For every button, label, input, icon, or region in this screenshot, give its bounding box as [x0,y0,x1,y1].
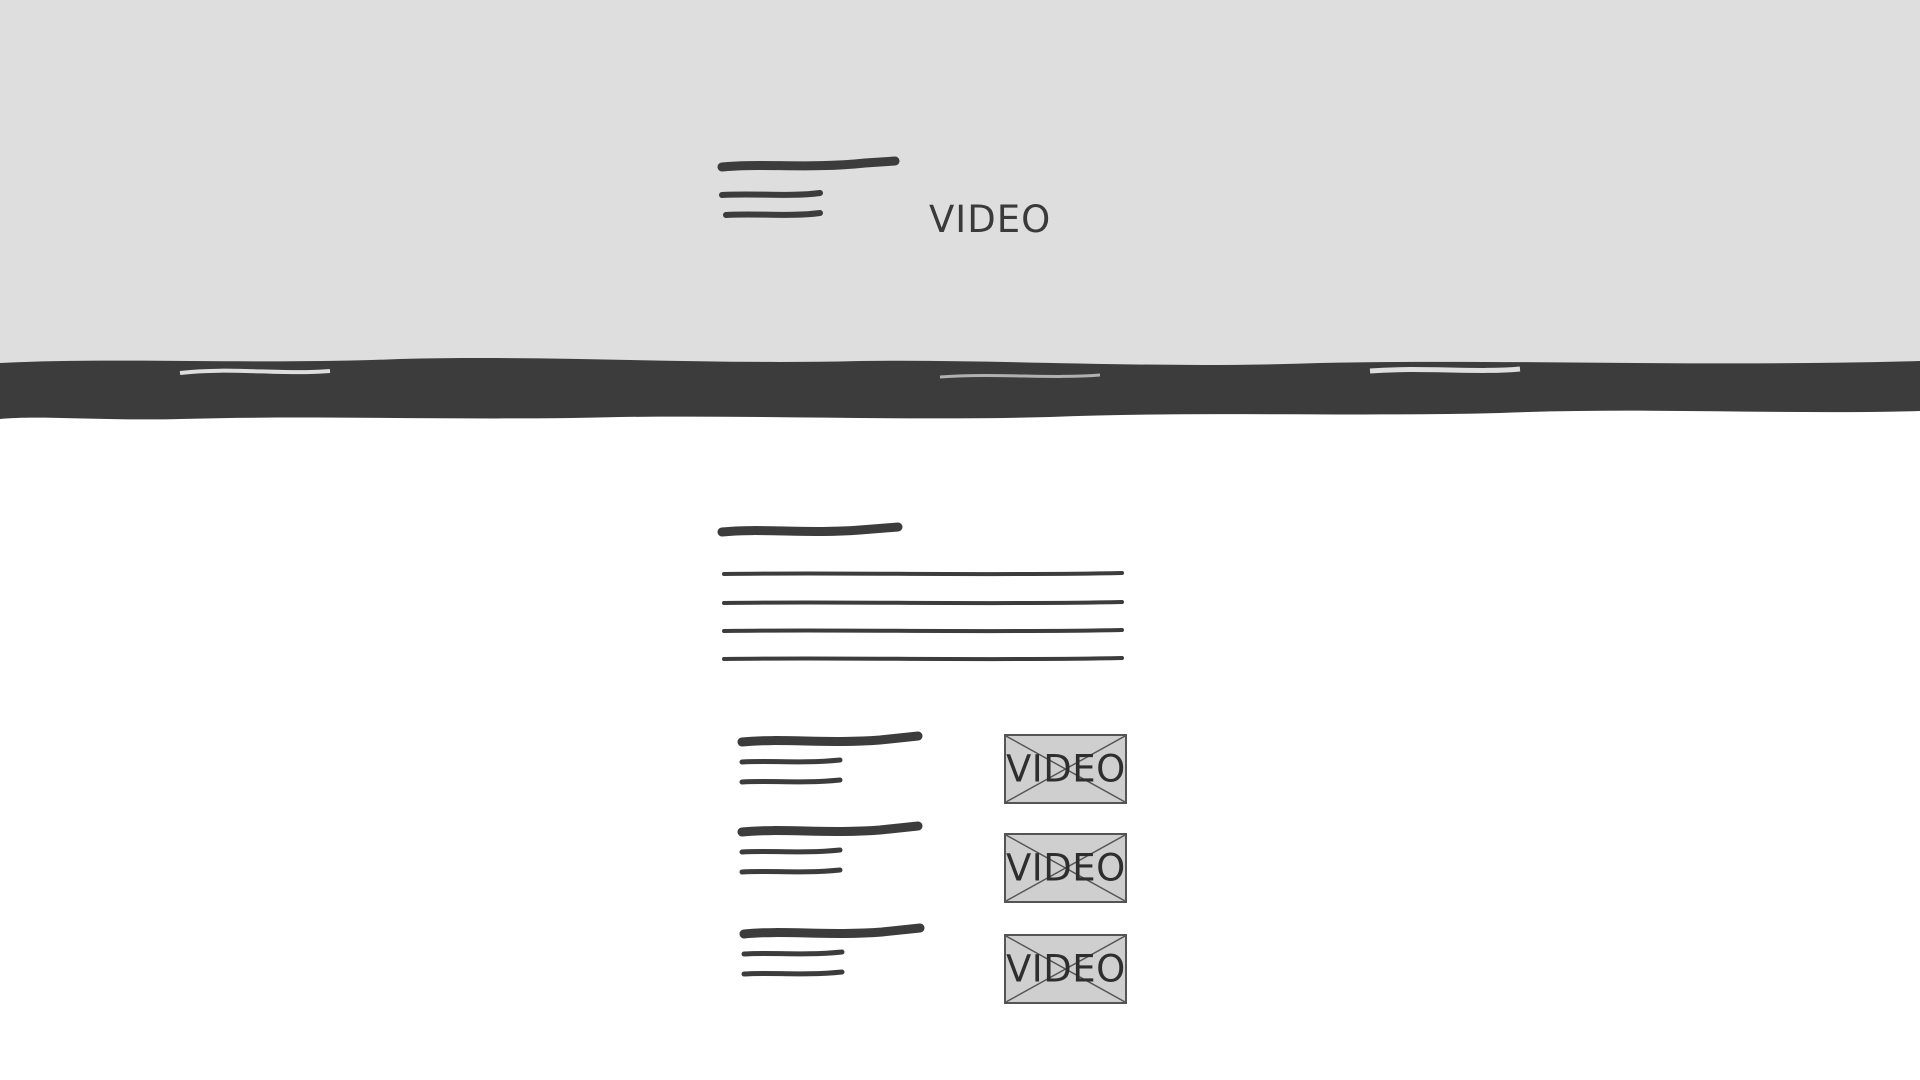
video-thumbnail[interactable]: VIDEO [1004,934,1127,1004]
brush-divider [0,358,1920,420]
video-item-text-placeholder [737,821,923,875]
video-thumbnail-label: VIDEO [1006,947,1126,991]
hero-video-label[interactable]: VIDEO [929,198,1052,241]
video-thumbnail[interactable]: VIDEO [1004,833,1127,903]
video-thumbnail-label: VIDEO [1006,846,1126,890]
hero-text-placeholder [717,156,900,218]
section-paragraph-placeholder [722,571,1124,662]
video-item-text-placeholder [737,731,923,785]
hero-section: VIDEO [0,0,1920,395]
video-placeholder-icon [1006,936,1125,1002]
video-item-text-placeholder [739,923,925,977]
video-thumbnail-label: VIDEO [1006,747,1126,791]
video-thumbnail[interactable]: VIDEO [1004,734,1127,804]
video-placeholder-icon [1006,835,1125,901]
section-heading-placeholder [717,522,903,537]
video-placeholder-icon [1006,736,1125,802]
